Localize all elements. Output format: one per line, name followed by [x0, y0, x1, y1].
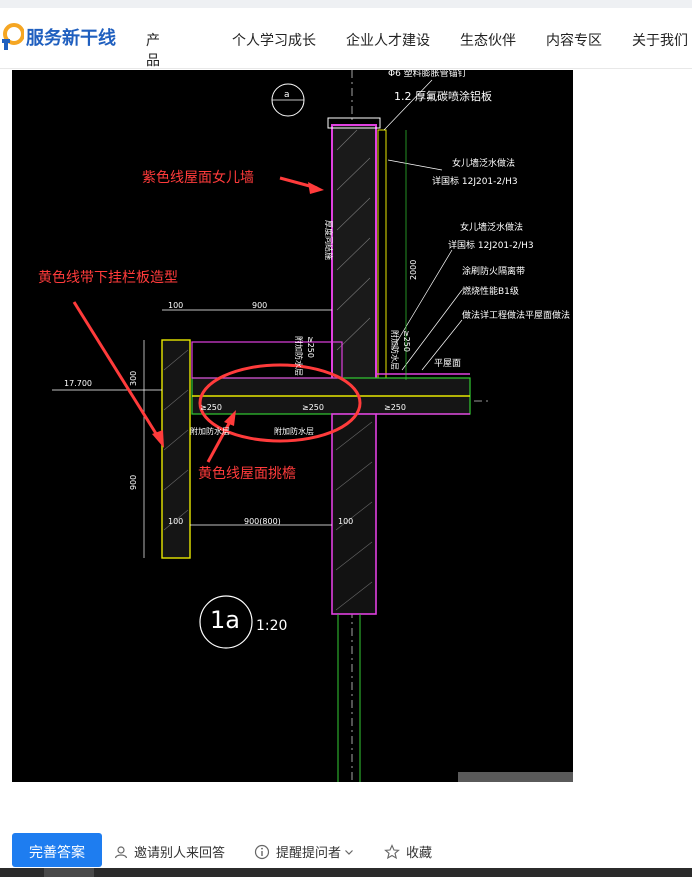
info-circle-icon — [254, 844, 270, 859]
cad-label-300: 300 — [129, 371, 138, 386]
annotation-hanging-board: 黄色线带下挂栏板造型 — [38, 269, 178, 286]
invite-answer-label: 邀请别人来回答 — [134, 846, 226, 861]
hanging-board — [161, 339, 191, 559]
cad-label-250v1: ≥250 — [306, 336, 315, 358]
hatch-board — [163, 349, 189, 531]
cad-label-parapet-wp: 女儿墙泛水做法 — [452, 157, 515, 169]
cad-label-250v2: ≥250 — [402, 330, 411, 352]
leader-1 — [383, 79, 433, 131]
cad-drawing-svg: a 紫色线屋面女儿墙 黄色线带下挂栏板造型 黄色线屋面挑檐 Φ6 塑料膨胀管锚钉… — [38, 70, 570, 782]
cad-label-250a: ≥250 — [200, 403, 222, 412]
browser-top-band — [0, 0, 692, 8]
cad-label-250b: ≥250 — [302, 403, 324, 412]
cad-label-100b: 100 — [338, 517, 353, 526]
user-icon — [114, 845, 128, 858]
nav-item-partners[interactable]: 生态伙伴 — [460, 33, 516, 49]
leader-2 — [387, 159, 443, 171]
nav-item-content[interactable]: 内容专区 — [546, 33, 602, 49]
cad-label-100c: 100 — [168, 517, 183, 526]
nav-item-enterprise-talent[interactable]: 企业人才建设 — [346, 33, 430, 49]
cad-label-parapet-wp2: 女儿墙泛水做法 — [460, 221, 523, 233]
cad-label-250c: ≥250 — [384, 403, 406, 412]
cad-label-100a: 100 — [168, 301, 183, 310]
hatch-column — [335, 421, 373, 611]
cad-label-elev: 17.700 — [64, 379, 92, 388]
cad-label-wp4: 附加防水层 — [390, 330, 400, 370]
chevron-down-icon — [345, 849, 353, 855]
answer-actions-bar: 完善答案 邀请别人来回答 提醒提问者 收藏 — [0, 830, 692, 877]
annotation-arrows — [72, 176, 324, 463]
brand-name: 服务新干线 — [26, 28, 116, 49]
cad-label-roof-note: 做法详工程做法平屋面做法 — [462, 309, 570, 321]
collect-link[interactable]: 收藏 — [384, 842, 432, 861]
cad-label-wp1: 附加防水层 — [190, 426, 230, 436]
cad-label-flat-roof: 平屋面 — [434, 358, 461, 369]
eave-upturn — [191, 341, 343, 379]
cad-vertical-labels: 300 900 2000 厚度同结施 附加防水层 ≥250 附加防水层 ≥250 — [129, 220, 418, 490]
highlight-ellipse — [198, 363, 362, 443]
cad-label-top2: 1.2 厚氟碳喷涂铝板 — [394, 89, 492, 103]
complete-answer-button[interactable]: 完善答案 — [12, 833, 102, 867]
cad-label-insulation: 涂刷防火隔离带 — [462, 265, 525, 277]
bottom-taskbar — [0, 868, 692, 877]
star-icon — [384, 843, 400, 859]
cad-label-fire: 燃烧性能B1级 — [462, 285, 519, 297]
site-logo[interactable]: 服务新干线 — [0, 22, 116, 52]
cad-label-900: 900 — [252, 301, 267, 310]
cad-label-900v: 900 — [129, 475, 138, 490]
cad-label-900-800: 900(800) — [244, 517, 281, 526]
coping — [327, 117, 381, 129]
taskbar-tab[interactable] — [44, 868, 94, 877]
remind-asker-label: 提醒提问者 — [276, 846, 342, 861]
leader-4 — [401, 289, 463, 371]
cad-drawing-image: a 紫色线屋面女儿墙 黄色线带下挂栏板造型 黄色线屋面挑檐 Φ6 塑料膨胀管锚钉… — [12, 70, 573, 782]
image-overlay-strip — [458, 772, 573, 782]
cad-label-wp3: 附加防水层 — [294, 336, 304, 376]
leader-3 — [391, 249, 453, 351]
annotation-eave: 黄色线屋面挑檐 — [198, 465, 296, 482]
detail-circle — [199, 595, 253, 649]
cad-label-ref2: 详国标 12J201-2/H3 — [448, 239, 534, 251]
leader-5 — [421, 319, 463, 371]
annotation-parapet: 紫色线屋面女儿墙 — [142, 169, 254, 186]
cad-detail-scale: 1:20 — [256, 618, 287, 634]
cad-labels: Φ6 塑料膨胀管锚钉 1.2 厚氟碳喷涂铝板 女儿墙泛水做法 详国标 12J20… — [64, 70, 570, 634]
logo-mark-icon — [0, 22, 25, 52]
nav-item-personal-growth[interactable]: 个人学习成长 — [232, 33, 316, 49]
cad-label-thick: 厚度同结施 — [324, 220, 334, 260]
site-header: 服务新干线 产品服务 个人学习成长 企业人才建设 生态伙伴 内容专区 关于我们 — [0, 8, 692, 109]
invite-answer-link[interactable]: 邀请别人来回答 — [114, 842, 225, 861]
collect-label: 收藏 — [406, 846, 433, 861]
nav-item-about[interactable]: 关于我们 — [632, 33, 688, 49]
insulation-layer — [377, 129, 387, 381]
cad-label-top1: Φ6 塑料膨胀管锚钉 — [388, 70, 467, 79]
remind-asker-link[interactable]: 提醒提问者 — [254, 842, 360, 861]
cad-label-ref1: 详国标 12J201-2/H3 — [432, 175, 518, 187]
cad-label-2000: 2000 — [409, 260, 418, 280]
callout-letter: a — [284, 90, 290, 100]
cad-label-wp2: 附加防水层 — [274, 426, 314, 436]
cad-detail-id: 1a — [210, 606, 240, 634]
